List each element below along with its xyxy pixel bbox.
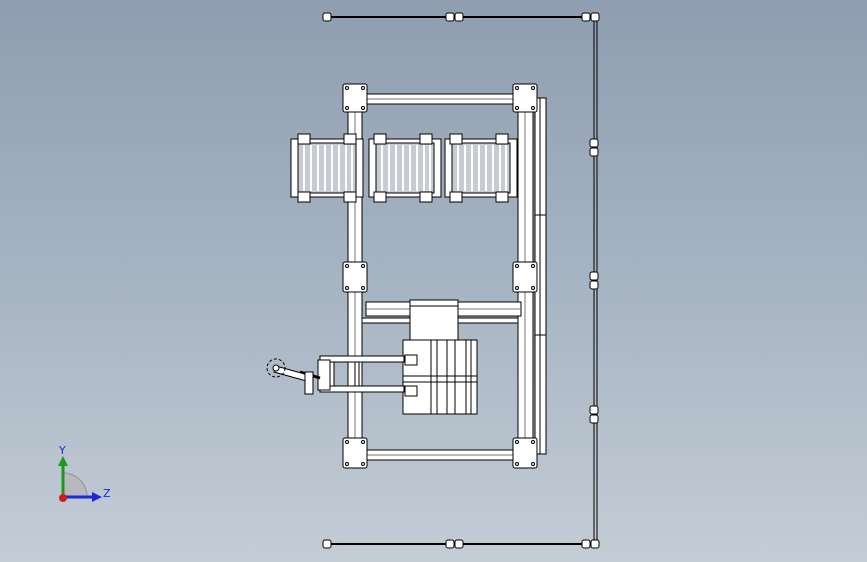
triad-z-arrowhead (92, 492, 102, 502)
rail-block (454, 539, 464, 549)
lift-pallet (402, 339, 478, 415)
triad-origin-point (59, 494, 67, 502)
fork-upper (319, 355, 405, 363)
rail-block (589, 414, 599, 424)
rail-block (590, 539, 600, 549)
perimeter-guide-rails (322, 12, 600, 549)
triad-z-label: Z (103, 487, 111, 500)
rail-block (322, 12, 332, 22)
fork-lower (319, 385, 405, 393)
corner-plate (512, 437, 538, 469)
carriage-block (409, 299, 459, 341)
rail-block (590, 12, 600, 22)
push-arm-assembly (266, 355, 405, 395)
rail-block (589, 405, 599, 415)
rail-block (581, 539, 591, 549)
rail-block (589, 271, 599, 281)
coordinate-triad[interactable]: Y Z (58, 444, 111, 502)
gantry-carriage (402, 299, 478, 415)
pallet-conveyor-row (290, 133, 518, 203)
pallet-conveyor (368, 133, 442, 203)
rail-block (589, 138, 599, 148)
pallet-conveyor (444, 133, 518, 203)
mid-plate (342, 261, 368, 293)
rail-block (445, 539, 455, 549)
rail-block (589, 147, 599, 157)
triad-y-arrowhead (58, 456, 68, 466)
corner-plate (512, 83, 538, 113)
triad-y-label: Y (58, 444, 66, 457)
rail-block (445, 12, 455, 22)
rail-block (581, 12, 591, 22)
corner-plate (342, 83, 368, 113)
triad-plane-quadrant (62, 472, 88, 498)
pallet-conveyor (290, 133, 364, 203)
rail-block (454, 12, 464, 22)
rotary-joint (266, 358, 286, 378)
rail-block (322, 539, 332, 549)
mid-plate (512, 261, 538, 293)
rail-block (589, 280, 599, 290)
corner-plate (342, 437, 368, 469)
